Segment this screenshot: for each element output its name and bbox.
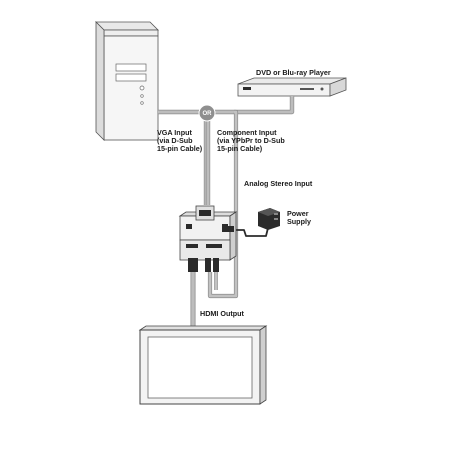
rca-plug-right [213, 258, 219, 272]
led-icon [140, 101, 144, 105]
disc-slot [243, 87, 251, 90]
switch-icon [186, 224, 192, 229]
drive-bay [115, 63, 147, 72]
rca-plug-left [205, 258, 211, 272]
monitor-screen [147, 336, 253, 399]
analog-stereo-cable [207, 109, 239, 299]
power-cable [234, 227, 269, 237]
pc-tower [95, 21, 159, 141]
dvd-player [237, 77, 347, 97]
power-button-icon [139, 85, 145, 91]
display-monitor [138, 325, 268, 405]
component-input-label: Component Input (via YPbPr to D-Sub 15-p… [217, 128, 285, 153]
power-button-icon [320, 87, 324, 91]
drive-bay [115, 73, 147, 82]
power-supply-label: Power Supply [287, 209, 311, 226]
analog-stereo-input-label: Analog Stereo Input [244, 179, 313, 188]
or-text: OR [203, 111, 213, 117]
dvd-player-label: DVD or Blu-ray Player [256, 68, 331, 77]
vga-input-label: VGA Input (via D-Sub 15-pin Cable) [157, 128, 203, 153]
hdmi-output-label: HDMI Output [200, 309, 244, 318]
or-marker: OR [198, 104, 216, 122]
hdmi-plug [188, 258, 198, 272]
audio-port [206, 244, 222, 248]
hdmi-port [186, 244, 198, 248]
display-panel [300, 88, 314, 90]
converter-box [178, 205, 238, 272]
converter-front-face [179, 239, 231, 261]
power-supply-adapter [258, 208, 280, 230]
led-icon [140, 94, 144, 98]
pc-front-panel [103, 35, 159, 141]
power-plug [222, 226, 234, 232]
vga-cable [158, 109, 209, 205]
